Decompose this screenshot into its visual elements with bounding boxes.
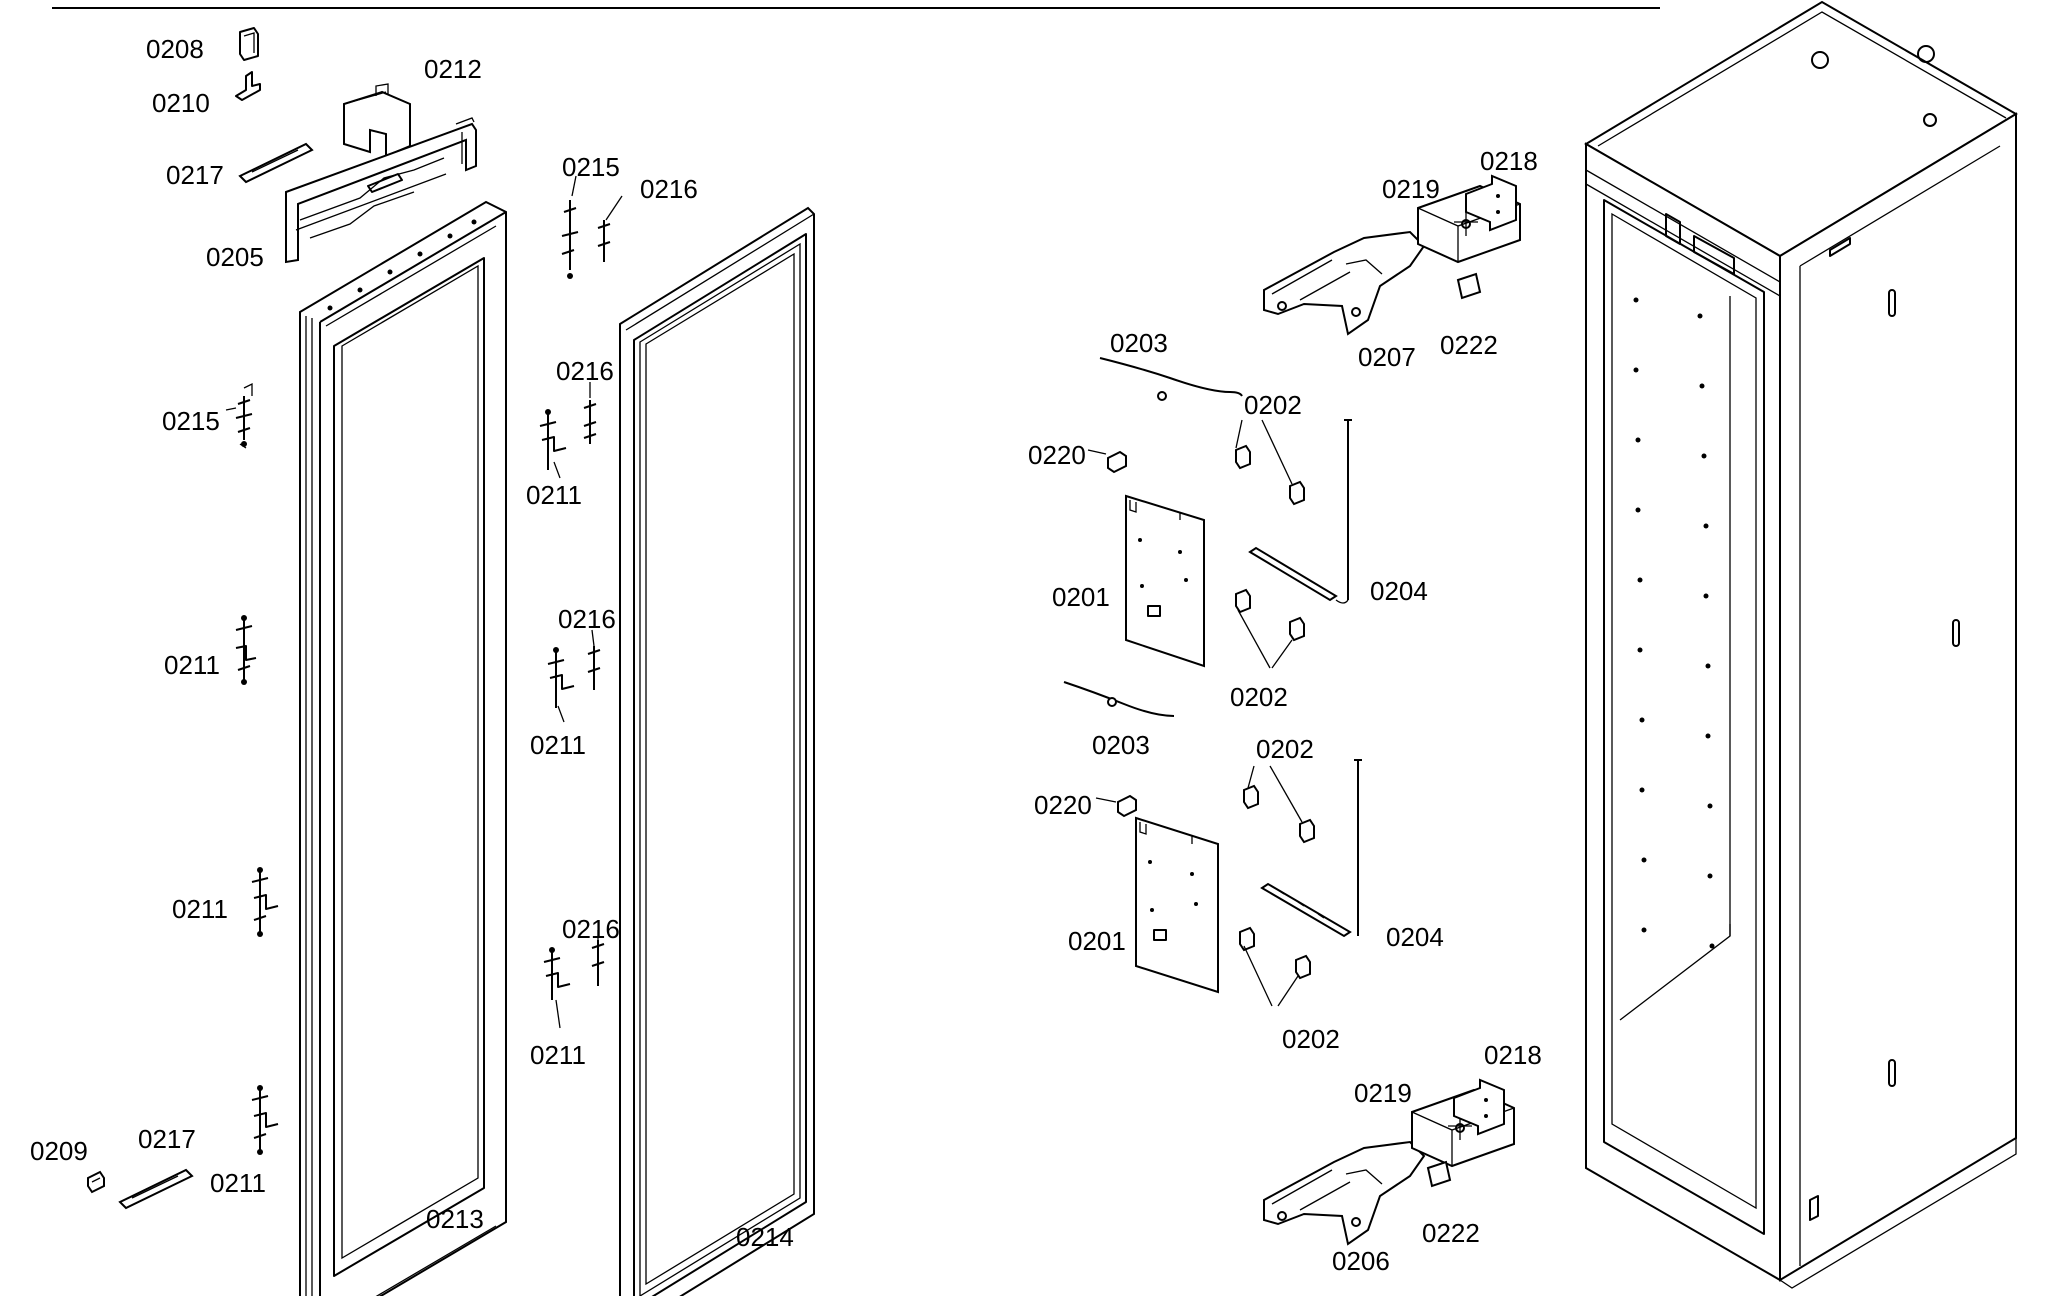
label-0203-lower: 0203 (1092, 730, 1150, 760)
part-0216-plug-2 (583, 400, 597, 444)
part-0222-shim-lower (1426, 1160, 1452, 1188)
shelf-support-holes (1633, 297, 1715, 949)
part-0218-plate-upper (1465, 174, 1517, 232)
part-0201-plate-upper (1125, 494, 1205, 668)
label-0216-3: 0216 (558, 604, 616, 634)
label-0201-upper: 0201 (1052, 582, 1110, 612)
part-0222-shim-upper (1456, 272, 1482, 300)
part-0211-hinge-left-3 (251, 1085, 279, 1155)
label-0215-left: 0215 (162, 406, 220, 436)
label-0212: 0212 (424, 54, 482, 84)
label-0211-left-2: 0211 (172, 894, 228, 924)
part-0205-top-frame (285, 117, 477, 264)
label-0206: 0206 (1332, 1246, 1390, 1276)
leader-lines-left (225, 175, 623, 1029)
part-0211-hinge-left-2 (251, 867, 279, 937)
label-0211-mid-1: 0211 (526, 480, 582, 510)
label-0211-mid-3: 0211 (530, 1040, 586, 1070)
label-0211-mid-2: 0211 (530, 730, 586, 760)
label-0202-lower-2: 0202 (1282, 1024, 1340, 1054)
part-0217-bar-upper (238, 142, 314, 184)
part-0204-light-bar-upper (1248, 419, 1352, 604)
label-0219-upper: 0219 (1382, 174, 1440, 204)
part-0218-plate-lower (1453, 1078, 1505, 1136)
label-0202-upper-2: 0202 (1230, 682, 1288, 712)
part-0206-hinge-lower (1263, 1140, 1426, 1246)
part-0215-hinge-mid (561, 200, 579, 279)
label-0203-upper: 0203 (1110, 328, 1168, 358)
label-0209: 0209 (30, 1136, 88, 1166)
label-0208: 0208 (146, 34, 204, 64)
label-0204-upper: 0204 (1370, 576, 1428, 606)
part-0216-plug-1 (597, 220, 611, 262)
part-0209-clip (87, 1170, 105, 1194)
part-0207-hinge-upper (1263, 230, 1426, 336)
cabinet-housing (1584, 0, 2018, 1289)
label-0220-upper: 0220 (1028, 440, 1086, 470)
label-0216-2: 0216 (556, 356, 614, 386)
part-0212-cover (343, 83, 411, 158)
label-0222-lower: 0222 (1422, 1218, 1480, 1248)
part-0211-hinge-mid-2 (547, 647, 575, 708)
part-0213-door (299, 200, 507, 1296)
part-0216-plug-4 (591, 940, 605, 986)
part-0211-hinge-mid-1 (539, 409, 567, 470)
label-0218-upper: 0218 (1480, 146, 1538, 176)
part-0217-bar-lower (118, 1168, 194, 1210)
part-0204-light-bar-lower (1260, 759, 1362, 938)
label-0217-lower: 0217 (138, 1124, 196, 1154)
part-0211-hinge-mid-3 (543, 947, 571, 1000)
label-0216-4: 0216 (562, 914, 620, 944)
label-0215-mid: 0215 (562, 152, 620, 182)
part-0210-clip (235, 71, 261, 101)
label-0201-lower: 0201 (1068, 926, 1126, 956)
label-0202-upper-1: 0202 (1244, 390, 1302, 420)
part-0220-clip-lower (1117, 794, 1137, 818)
label-0222-upper: 0222 (1440, 330, 1498, 360)
part-labels: 0208 0210 0212 0217 0205 0215 0211 0211 … (30, 34, 1542, 1276)
label-0219-lower: 0219 (1354, 1078, 1412, 1108)
label-0207: 0207 (1358, 342, 1416, 372)
label-0213: 0213 (426, 1204, 484, 1234)
label-0202-lower-1: 0202 (1256, 734, 1314, 764)
label-0217-upper: 0217 (166, 160, 224, 190)
part-0216-plug-3 (587, 646, 601, 690)
label-0216-1: 0216 (640, 174, 698, 204)
label-0218-lower: 0218 (1484, 1040, 1542, 1070)
leader-lines-middle (1087, 419, 1303, 1007)
label-0214: 0214 (736, 1222, 794, 1252)
part-0220-clip-upper (1107, 450, 1127, 474)
part-0201-plate-lower (1135, 816, 1219, 994)
label-0210: 0210 (152, 88, 210, 118)
part-0215-hinge-left (235, 382, 253, 449)
part-0208-cap (239, 27, 259, 61)
label-0204-lower: 0204 (1386, 922, 1444, 952)
label-0220-lower: 0220 (1034, 790, 1092, 820)
part-0202-clips-lower (1239, 784, 1315, 980)
part-0203-cable-lower (1063, 681, 1175, 717)
part-0203-cable-upper (1099, 357, 1243, 401)
door-top-holes (327, 219, 477, 311)
label-0211-left-3: 0211 (210, 1168, 266, 1198)
label-0211-left-1: 0211 (164, 650, 220, 680)
label-0205: 0205 (206, 242, 264, 272)
part-0202-clips-upper (1235, 444, 1305, 642)
part-0214-gasket (619, 206, 815, 1296)
part-0211-hinge-left-1 (235, 615, 257, 685)
